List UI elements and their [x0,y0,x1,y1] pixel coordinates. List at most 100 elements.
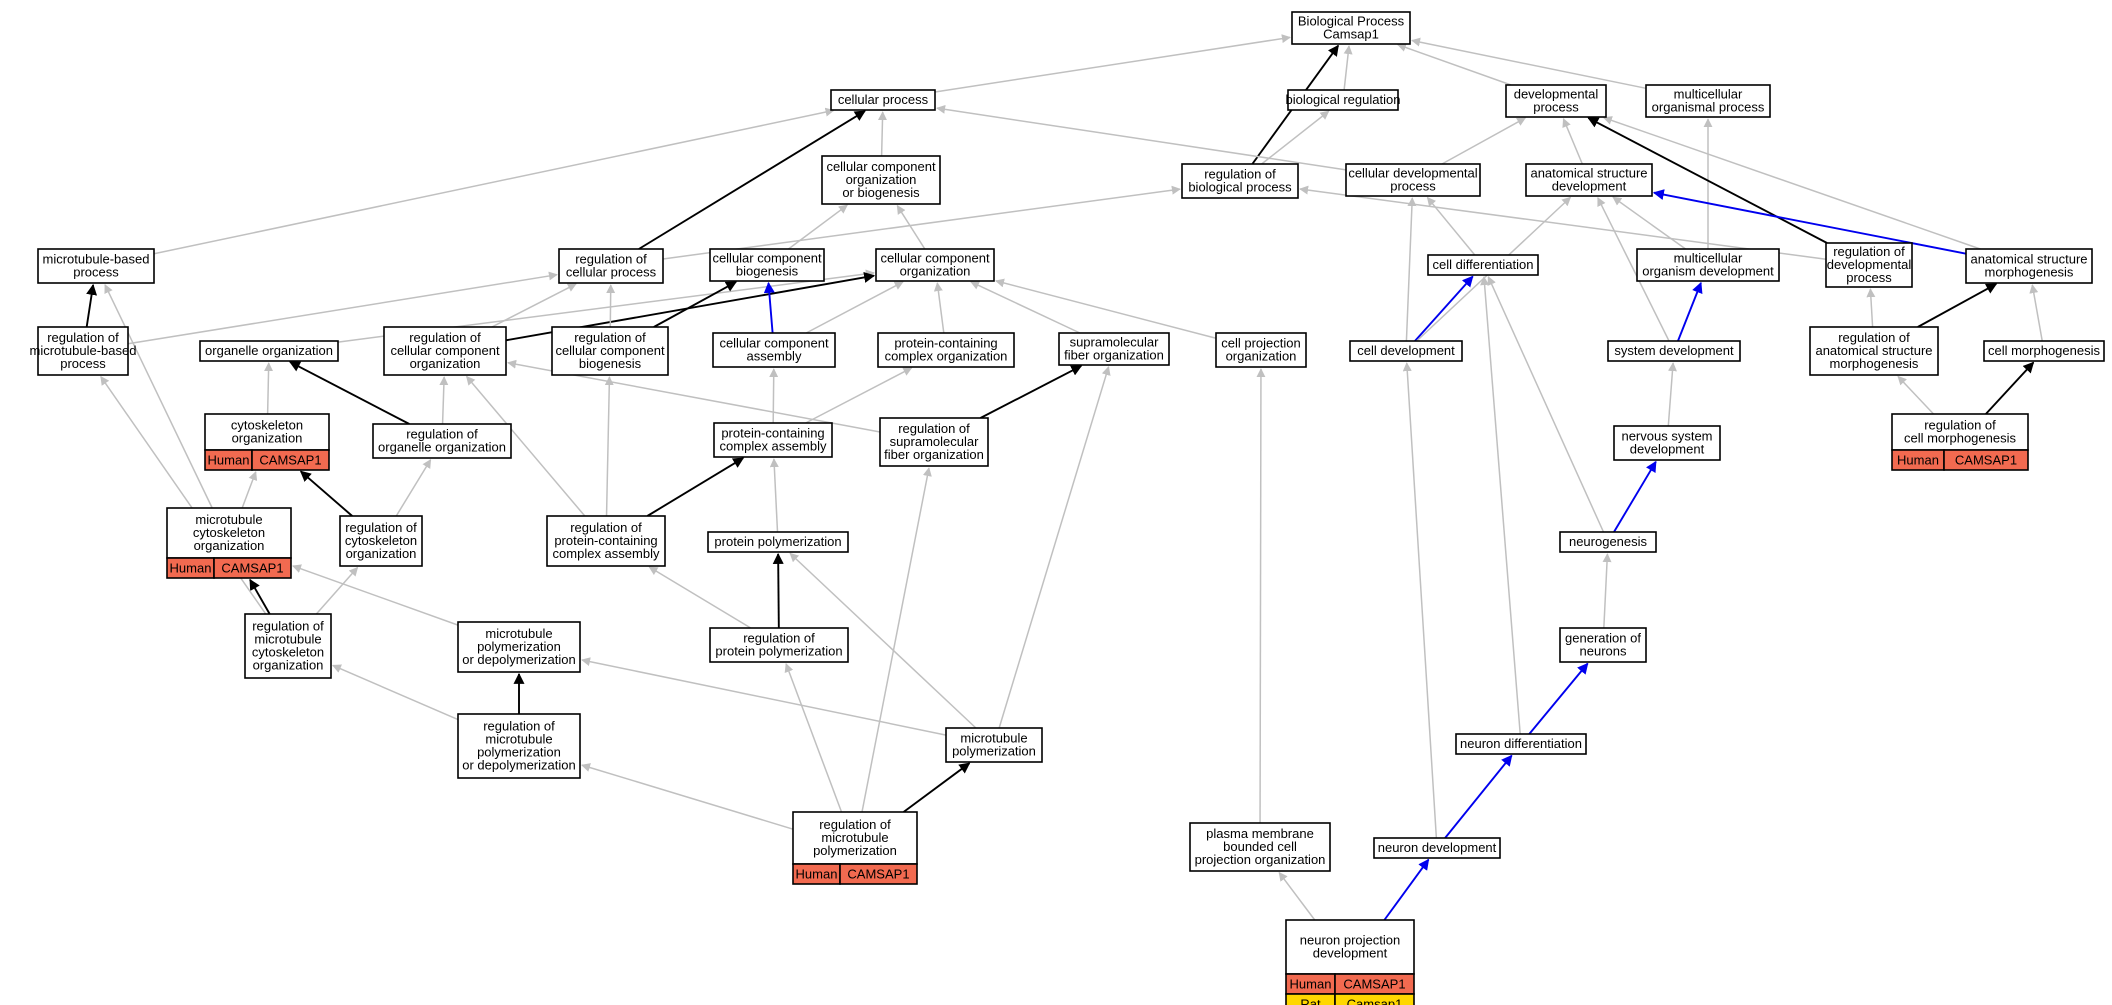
node-label-line: regulation of [575,252,647,267]
node-label-line: cell morphogenesis [1904,431,2017,446]
node-box [792,811,918,865]
node-label-line: development [1552,179,1627,194]
node-label-line: regulation of [570,520,642,535]
edge-rcp-to-cp [638,110,866,250]
node-label-line: cytoskeleton [193,525,265,540]
edge-cca-to-ccb [763,281,775,334]
node-label-line: regulation of [409,330,481,345]
node-cdiff[interactable]: cell differentiation [1427,254,1539,276]
edge-ccob-to-cp [877,111,887,157]
edge-rcco-to-rcp [491,283,577,328]
node-box [1215,332,1307,368]
node-label-line: anatomical structure [1815,343,1932,358]
node-box [709,627,849,663]
node-pp[interactable]: protein polymerization [707,531,849,553]
species-label: Human [796,867,838,882]
node-box [1427,254,1539,276]
node-box [546,515,666,567]
node-label-line: process [73,265,119,280]
node-label-line: cellular process [566,265,657,280]
node-box [945,727,1043,763]
node-sd[interactable]: system development [1607,340,1741,362]
node-rmp[interactable]: regulation ofmicrotubulepolymerizationHu… [792,811,918,885]
node-ng[interactable]: neurogenesis [1559,531,1657,553]
edge-asd-to-dp [1562,118,1584,165]
edge-cca-to-cco [805,281,904,334]
edge-mp-to-sfo [998,366,1111,729]
node-box [204,413,330,451]
node-label-line: organization [346,546,417,561]
node-label-line: microtubule [485,732,552,747]
node-box [37,248,155,284]
gene-label: CAMSAP1 [847,867,909,882]
node-label-line: organismal process [1652,100,1765,115]
node-oo[interactable]: organelle organization [199,340,339,362]
node-label-line: organization [232,431,303,446]
node-br[interactable]: biological regulation [1286,89,1401,111]
node-label-line: regulation of [406,427,478,442]
node-rmpd[interactable]: regulation ofmicrotubulepolymerizationor… [457,713,581,779]
node-box [1613,425,1721,461]
node-ndiff[interactable]: neuron differentiation [1455,733,1587,755]
edge-rpcca-to-rccb [604,376,614,517]
node-box [1825,242,1913,288]
node-box [1607,340,1741,362]
node-rmco[interactable]: regulation ofmicrotubulecytoskeletonorga… [244,613,332,679]
node-mco[interactable]: microtubulecytoskeletonorganizationHuman… [166,507,292,579]
node-label-line: anatomical structure [1530,166,1647,181]
edge-roo-to-rcco [439,376,449,425]
node-cdev[interactable]: cell development [1349,340,1463,362]
node-box [558,248,664,284]
edge-rco-to-co [299,470,353,517]
edge-ng-to-cdiff [1487,276,1605,533]
node-cp[interactable]: cellular process [830,89,936,111]
edge-rcm-to-cm [1985,361,2035,415]
edge-rpcca-to-rcco [466,375,586,517]
node-ndev[interactable]: neuron development [1373,837,1501,859]
gene-cell [251,449,330,471]
node-cm[interactable]: cell morphogenesis [1983,340,2105,362]
edge-npd-to-pmbcpo [1278,871,1316,921]
edge-rsfo-to-sfo [980,365,1083,419]
node-box [166,507,292,559]
